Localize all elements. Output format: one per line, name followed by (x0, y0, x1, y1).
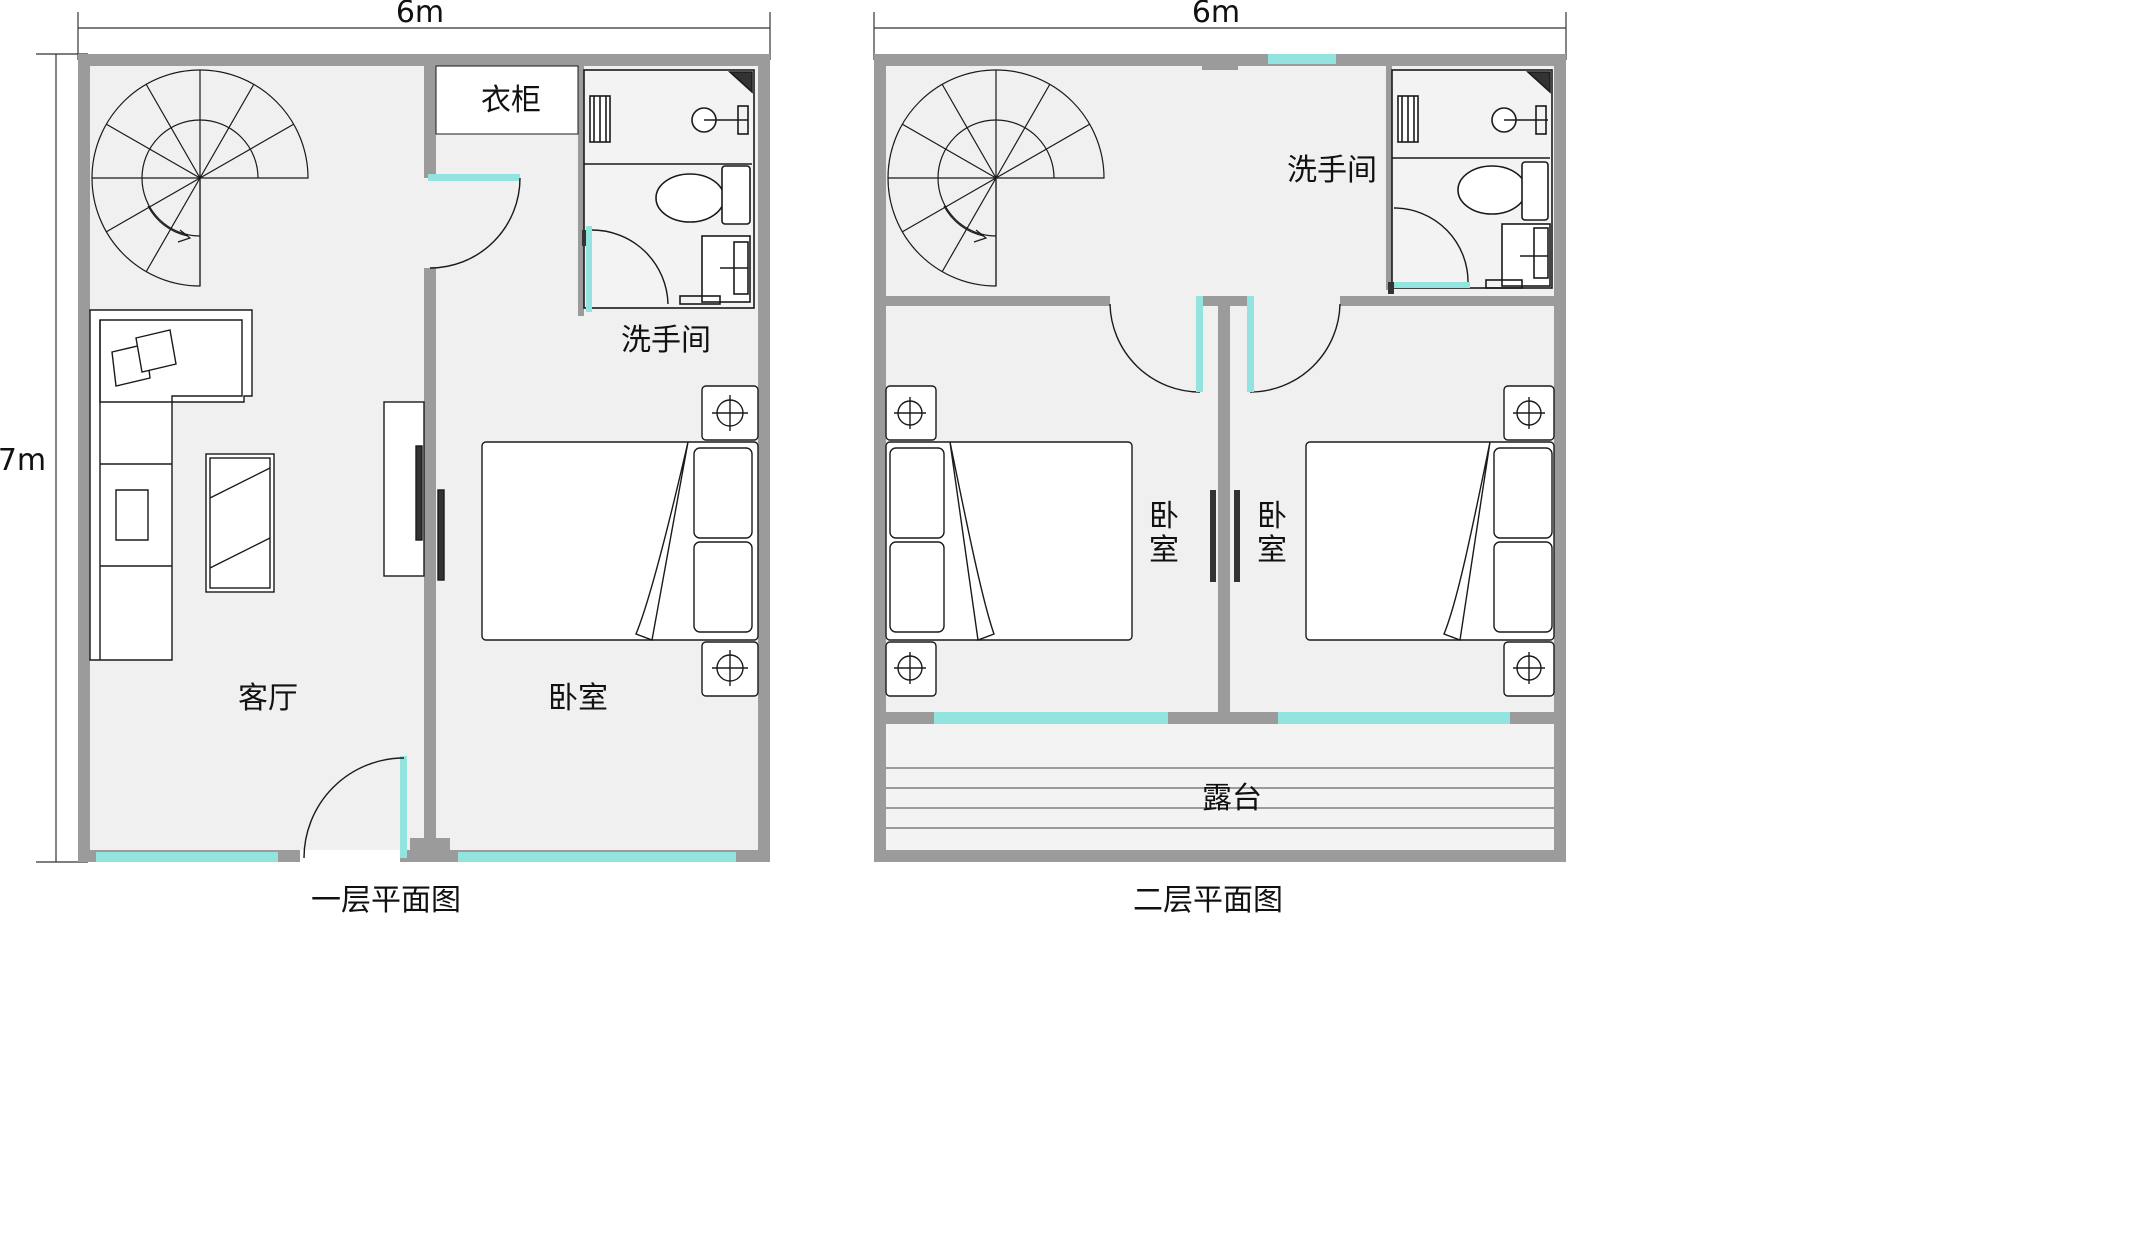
floor-1-windows (96, 852, 736, 862)
toilet-icon (1457, 161, 1549, 221)
window-icon (96, 852, 278, 862)
floor-2-caption: 二层平面图 (1133, 883, 1283, 918)
floor-1-caption: 一层平面图 (311, 883, 461, 918)
floor-1-width-label: 6m (396, 0, 444, 30)
towel-rack-icon (589, 95, 611, 143)
floor-1-bathroom-label: 洗手间 (621, 323, 711, 358)
floor-2-plan: 6m (873, 0, 1567, 918)
floor-1-height-label: 7m (0, 443, 46, 478)
door-swing-icon (582, 226, 669, 312)
shower-icon (1485, 223, 1551, 289)
nightstand-lamp-icon (1503, 641, 1555, 697)
floor-2-width-label: 6m (1192, 0, 1240, 30)
terrace (886, 724, 1554, 850)
tv-icon (383, 401, 445, 581)
nightstand-lamp-icon (885, 385, 937, 441)
sofa-icon (89, 309, 253, 661)
shower-icon (679, 235, 751, 305)
terrace-label: 露台 (1202, 781, 1262, 816)
wardrobe (435, 65, 579, 135)
double-bed-icon (1305, 441, 1555, 641)
floor-2-left-bedroom-label-2: 室 (1149, 533, 1179, 568)
nightstand-lamp-icon (701, 385, 759, 441)
floor-1-plan: 6m 7m (0, 0, 771, 918)
spiral-stair-icon (887, 69, 1105, 287)
double-bed-icon (885, 441, 1133, 641)
nightstand-lamp-icon (1503, 385, 1555, 441)
floor-plan-drawing: 6m 7m (0, 0, 1567, 918)
window-icon (934, 712, 1168, 724)
door-swing-icon (303, 756, 407, 859)
floor-2-right-bedroom-label-2: 室 (1257, 533, 1287, 568)
door-swing-icon (428, 174, 521, 269)
toilet-icon (655, 165, 751, 225)
nightstand-lamp-icon (885, 641, 937, 697)
floor-1-walls (78, 54, 770, 862)
door-swing-icon (1247, 296, 1341, 393)
coffee-table-icon (205, 453, 275, 593)
door-swing-icon (1109, 296, 1203, 393)
towel-rack-icon (1397, 95, 1419, 143)
living-room-label: 客厅 (238, 681, 298, 716)
spiral-stair-icon (91, 69, 309, 287)
window-icon (458, 852, 736, 862)
floor-2-bathroom-label: 洗手间 (1287, 153, 1377, 188)
floor-2-left-bedroom-label-1: 卧 (1149, 499, 1179, 534)
floor-2-right-bedroom-label-1: 卧 (1257, 499, 1287, 534)
pillow-icon (111, 329, 177, 387)
wardrobe-label: 衣柜 (481, 83, 541, 118)
floor-1-bedroom-label: 卧室 (548, 681, 608, 716)
floor-1-bathroom (583, 69, 755, 309)
double-bed-icon (481, 441, 759, 641)
floor-2-windows (934, 54, 1510, 724)
pillow-icon (115, 489, 149, 541)
floor-2-bathroom (1391, 69, 1553, 289)
sink-icon (1491, 71, 1551, 135)
door-swing-icon (1388, 207, 1470, 294)
window-icon (1268, 54, 1336, 64)
sink-icon (691, 71, 753, 135)
window-icon (1278, 712, 1510, 724)
tv-icon (1210, 490, 1240, 582)
nightstand-lamp-icon (701, 641, 759, 697)
dimension-width-floor-2 (873, 12, 1567, 60)
floor-2-walls (874, 54, 1566, 862)
dimension-width-floor-1 (77, 12, 771, 60)
